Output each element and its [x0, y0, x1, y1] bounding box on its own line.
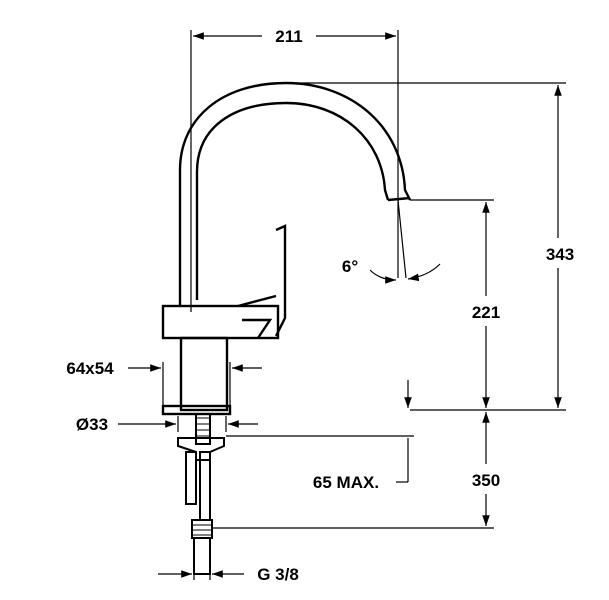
dim-angle	[369, 199, 441, 284]
faucet-outline	[161, 81, 412, 416]
dim-countertop-max	[226, 380, 414, 483]
stud-hatching	[192, 417, 212, 536]
dim-hole-diameter-label: Ø33	[76, 415, 108, 434]
dim-connection	[158, 540, 244, 580]
dim-height-hose	[212, 412, 494, 529]
dim-height-spout-label: 221	[472, 303, 500, 322]
spout-inner	[195, 101, 390, 300]
dim-height-hose-label: 350	[472, 471, 500, 490]
threaded-stud	[195, 413, 211, 445]
base-column	[179, 336, 229, 412]
dim-width-top	[190, 30, 399, 312]
spout-tip	[387, 196, 411, 202]
dim-countertop-max-label: 65 MAX.	[313, 473, 379, 492]
hose-end	[193, 537, 211, 575]
lever-handle	[274, 224, 287, 337]
hose-right	[199, 451, 211, 521]
lever-cap	[237, 294, 277, 339]
dim-height-total	[288, 82, 566, 411]
dim-connection-label: G 3/8	[257, 565, 299, 584]
spout-outer	[178, 81, 412, 306]
dim-height-spout	[410, 199, 494, 408]
dim-base-size	[128, 362, 262, 406]
hose-left	[185, 451, 197, 505]
dim-width-top-label: 211	[275, 27, 302, 46]
dim-angle-label: 6°	[342, 257, 358, 276]
mounting-hardware	[177, 413, 225, 575]
dim-base-size-label: 64x54	[66, 359, 114, 378]
dim-hole-diameter	[118, 416, 258, 432]
dim-height-total-label: 343	[546, 245, 574, 264]
